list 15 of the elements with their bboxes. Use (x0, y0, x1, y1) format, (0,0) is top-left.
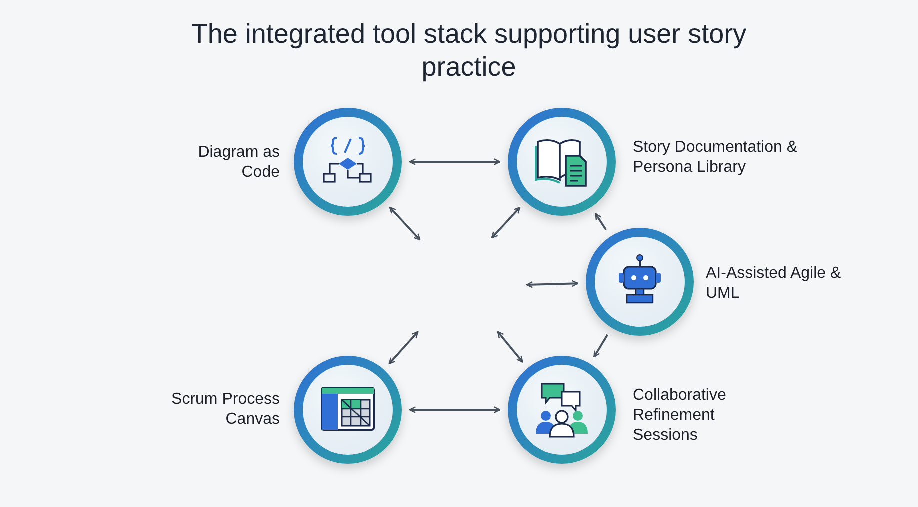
diagram-title: The integrated tool stack supporting user story practice (190, 18, 748, 84)
tool-label: Diagram as Code (197, 143, 280, 183)
arrow (526, 280, 579, 288)
arrow (388, 331, 419, 365)
tool-label: Story Documentation & Persona Library (633, 138, 799, 178)
tool-label: Scrum Process Canvas (170, 390, 280, 430)
arrow (491, 206, 521, 239)
arrow (593, 334, 609, 358)
arrow (594, 213, 608, 231)
arrow (409, 158, 501, 166)
arrow (409, 406, 501, 414)
arrow (389, 206, 421, 241)
arrow (497, 331, 524, 363)
tool-label: Collaborative Refinement Sessions (633, 386, 728, 446)
tool-label: AI-Assisted Agile & UML (706, 264, 842, 304)
